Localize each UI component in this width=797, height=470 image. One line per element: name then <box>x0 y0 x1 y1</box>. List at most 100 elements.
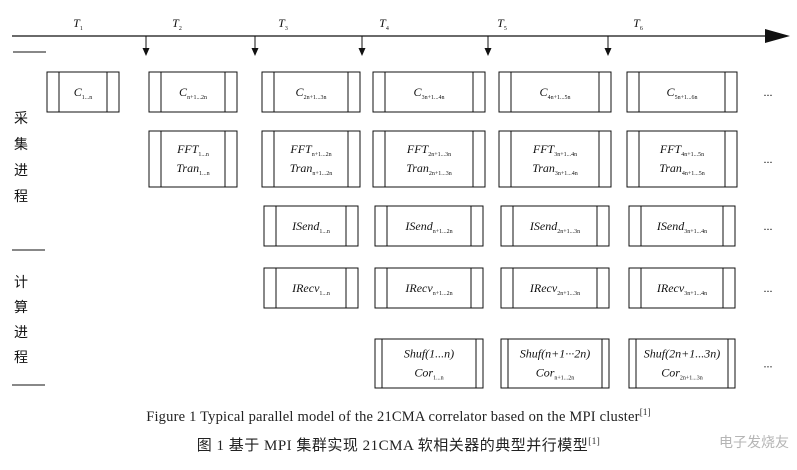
block-frame <box>263 267 359 309</box>
block-label: ISend2n+1...3n <box>529 219 580 235</box>
block-label: ISend1...n <box>291 219 330 235</box>
process-block-irecv-3: IRecv1...n <box>263 267 359 309</box>
block-frame <box>374 338 484 389</box>
block-frame <box>374 267 484 309</box>
time-label-4: T4 <box>379 16 389 32</box>
block-frame <box>148 71 238 113</box>
time-tick-arrow <box>484 48 492 56</box>
block-label-bottom: Cor1...n <box>414 366 443 382</box>
block-label-bottom: Tran4n+1...5n <box>659 161 705 177</box>
process-block-isend-6: ISend3n+1...4n <box>628 205 736 247</box>
process-block-capture-3: C2n+1...3n <box>261 71 361 113</box>
process-label-compute: 计算进程 <box>14 275 28 366</box>
block-frame <box>626 130 738 188</box>
block-label: C2n+1...3n <box>296 85 327 101</box>
block-label-top: FFT2n+1...3n <box>406 142 451 158</box>
time-tick-arrow <box>604 48 612 56</box>
block-label: ISendn+1...2n <box>404 219 452 235</box>
block-frame <box>500 205 610 247</box>
time-label-2: T2 <box>172 16 182 32</box>
timeline-arrowhead <box>765 29 790 43</box>
time-tick-arrow <box>251 48 259 56</box>
block-label: IRecv2n+1...3n <box>529 281 580 297</box>
process-block-capture-5: C4n+1...5n <box>498 71 612 113</box>
block-label-top: FFTn+1...2n <box>289 142 331 158</box>
caption-chinese-ref: [1] <box>588 436 601 446</box>
block-frame <box>46 71 120 113</box>
process-block-irecv-6: IRecv3n+1...4n <box>628 267 736 309</box>
process-label-collect: 采集进程 <box>14 111 28 205</box>
continuation-ellipsis: ... <box>764 152 773 166</box>
block-frame <box>626 71 738 113</box>
block-label-bottom: Trann+1...2n <box>290 161 333 177</box>
continuation-ellipsis: ... <box>764 85 773 99</box>
block-frame <box>500 338 610 389</box>
process-block-irecv-5: IRecv2n+1...3n <box>500 267 610 309</box>
block-label: C3n+1...4n <box>414 85 445 101</box>
time-label-3: T3 <box>278 16 288 32</box>
block-label-top: FFT1...n <box>176 142 209 158</box>
continuation-ellipsis: ... <box>764 281 773 295</box>
block-frame <box>498 130 612 188</box>
caption-chinese-text: 图 1 基于 MPI 集群实现 21CMA 软相关器的典型并行模型 <box>196 438 589 454</box>
process-block-isend-4: ISendn+1...2n <box>374 205 484 247</box>
caption-english-text: Figure 1 Typical parallel model of the 2… <box>146 408 640 425</box>
caption-english: Figure 1 Typical parallel model of the 2… <box>0 407 797 426</box>
process-block-capture-6: C5n+1...6n <box>626 71 738 113</box>
watermark: 电子发烧友 <box>719 435 789 451</box>
block-frame <box>372 71 486 113</box>
block-label: IRecvn+1...2n <box>404 281 452 297</box>
process-block-shuf-cor-5: Shuf(n+1···2n) Corn+1...2n <box>500 338 610 389</box>
block-frame <box>148 130 238 188</box>
process-block-shuf-cor-6: Shuf(2n+1...3n) Cor2n+1...3n <box>628 338 736 389</box>
block-frame <box>498 71 612 113</box>
time-label-1: T1 <box>73 16 83 32</box>
process-block-shuf-cor-4: Shuf(1...n) Cor1...n <box>374 338 484 389</box>
time-tick-arrow <box>142 48 150 56</box>
block-label-bottom: Corn+1...2n <box>536 366 575 382</box>
block-frame <box>261 71 361 113</box>
caption-chinese: 图 1 基于 MPI 集群实现 21CMA 软相关器的典型并行模型[1] <box>0 434 797 455</box>
block-label-top: Shuf(1...n) <box>404 347 454 361</box>
time-label-5: T5 <box>497 16 507 32</box>
block-label: IRecv3n+1...4n <box>656 281 707 297</box>
block-frame <box>261 130 361 188</box>
process-block-isend-3: ISend1...n <box>263 205 359 247</box>
process-block-capture-1: C1...n <box>46 71 120 113</box>
time-tick-arrow <box>358 48 366 56</box>
block-label: IRecv1...n <box>291 281 330 297</box>
block-label-top: Shuf(n+1···2n) <box>520 347 590 361</box>
block-frame <box>263 205 359 247</box>
continuation-ellipsis: ... <box>764 357 773 371</box>
block-frame <box>628 267 736 309</box>
block-label-top: Shuf(2n+1...3n) <box>644 347 720 361</box>
process-block-capture-4: C3n+1...4n <box>372 71 486 113</box>
block-label: C4n+1...5n <box>540 85 571 101</box>
process-block-irecv-4: IRecvn+1...2n <box>374 267 484 309</box>
block-label-bottom: Cor2n+1...3n <box>661 366 703 382</box>
block-frame <box>374 205 484 247</box>
block-label: C5n+1...6n <box>667 85 698 101</box>
block-label: ISend3n+1...4n <box>656 219 707 235</box>
block-frame <box>628 205 736 247</box>
continuation-ellipsis: ... <box>764 219 773 233</box>
block-label: Cn+1...2n <box>179 85 207 101</box>
caption-english-ref: [1] <box>639 407 651 417</box>
block-label: C1...n <box>74 85 93 101</box>
block-label-bottom: Tran3n+1...4n <box>532 161 578 177</box>
process-block-isend-5: ISend2n+1...3n <box>500 205 610 247</box>
time-label-6: T6 <box>633 16 643 32</box>
block-frame <box>372 130 486 188</box>
block-label-top: FFT4n+1...5n <box>659 142 704 158</box>
block-frame <box>500 267 610 309</box>
block-frame <box>628 338 736 389</box>
block-label-top: FFT3n+1...4n <box>532 142 577 158</box>
block-label-bottom: Tran2n+1...3n <box>406 161 452 177</box>
block-label-bottom: Tran1...n <box>176 161 209 177</box>
